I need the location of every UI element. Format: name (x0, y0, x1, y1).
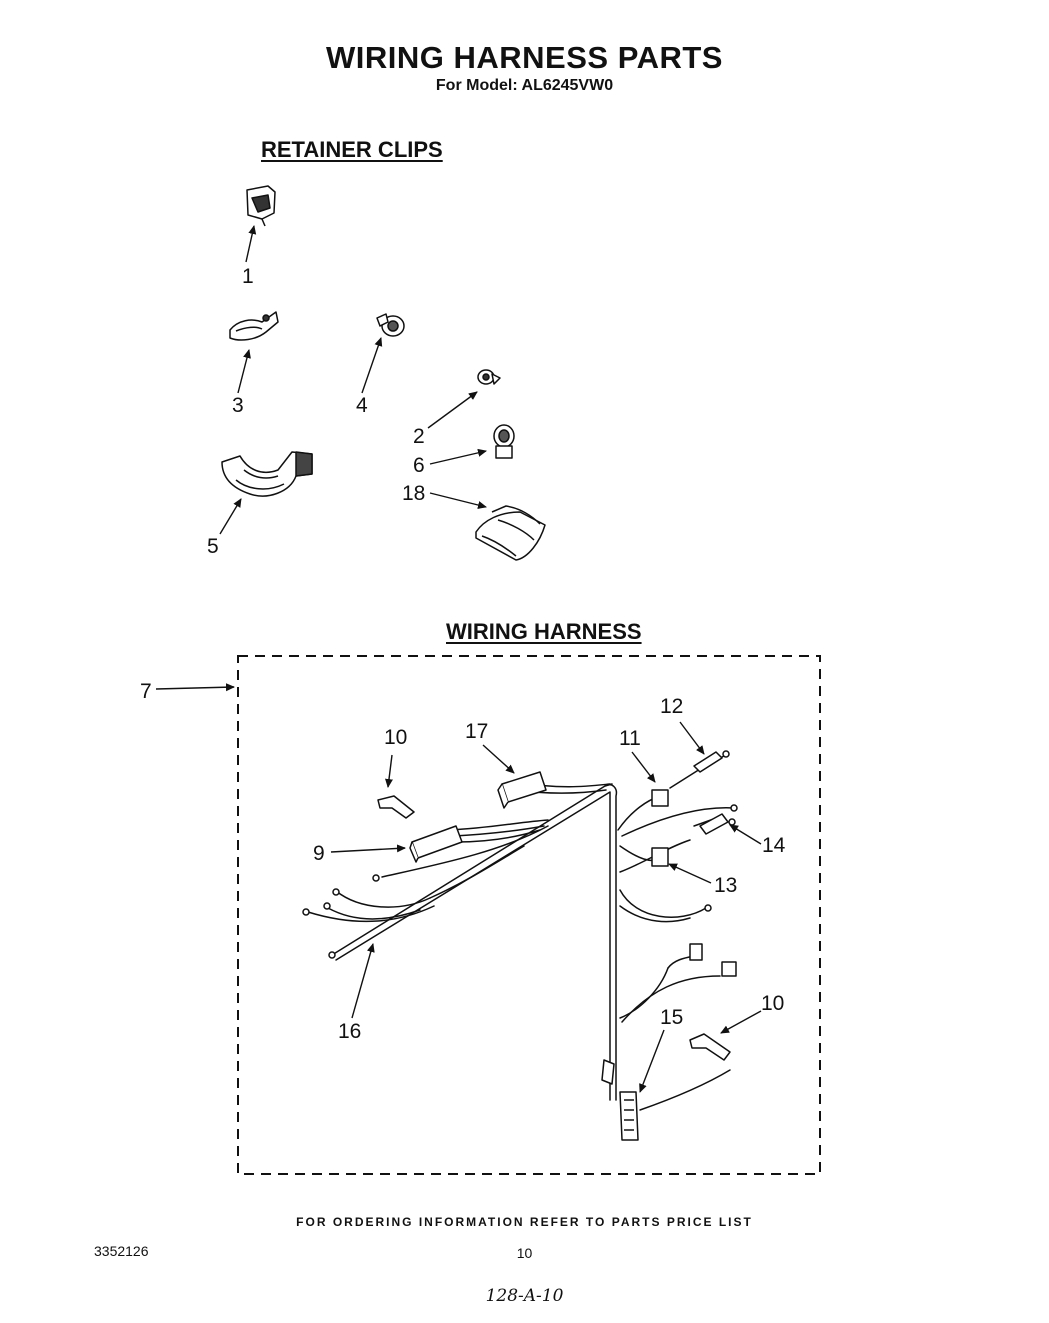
terminal-10-upper-icon (377, 795, 415, 819)
connector-15-icon (619, 1091, 639, 1141)
leader-13 (668, 863, 712, 884)
callout-15: 15 (660, 1006, 684, 1029)
terminal-12-icon (693, 750, 730, 773)
wiring-harness-heading: WIRING HARNESS (446, 619, 642, 644)
leader-3 (237, 349, 251, 394)
leader-2 (427, 391, 478, 429)
clip-4-icon (376, 313, 405, 337)
handwritten-reference: 128-A-10 (485, 1286, 564, 1306)
clip-3-icon (229, 311, 279, 341)
callout-11: 11 (619, 727, 641, 750)
leader-10-upper (385, 754, 393, 788)
connector-14-icon (699, 813, 736, 835)
callout-2: 2 (413, 425, 425, 448)
leader-1 (245, 225, 257, 263)
callout-16: 16 (338, 1020, 362, 1043)
clip-2-icon (477, 369, 501, 385)
leader-10-lower (720, 1010, 762, 1034)
clip-5-icon (221, 451, 313, 497)
terminal-10-lower-icon (689, 1033, 731, 1061)
leader-17 (482, 744, 515, 774)
connector-17-icon (497, 771, 547, 809)
page-title: WIRING HARNESS PARTS (326, 40, 723, 75)
callout-9: 9 (313, 842, 325, 865)
harness-end-tab-icon (601, 1059, 615, 1085)
callout-10-upper: 10 (384, 726, 408, 749)
callout-6: 6 (413, 454, 425, 477)
harness-outline-box (237, 655, 821, 1175)
callout-3: 3 (232, 394, 244, 417)
leader-7 (155, 683, 235, 692)
retainer-clips-heading: RETAINER CLIPS (261, 137, 443, 162)
callout-10-lower: 10 (761, 992, 785, 1015)
clip-18-icon (475, 505, 546, 561)
callout-14: 14 (762, 834, 786, 857)
callout-13: 13 (714, 874, 738, 897)
leader-14 (729, 824, 762, 845)
clip-6-icon (493, 424, 515, 459)
leader-15 (639, 1029, 665, 1093)
leader-6 (429, 448, 487, 465)
callout-12: 12 (660, 695, 684, 718)
leader-9 (330, 844, 406, 853)
callout-4: 4 (356, 394, 368, 417)
connector-11-icon (651, 789, 669, 807)
callout-17: 17 (465, 720, 489, 743)
leader-18 (429, 492, 487, 509)
document-number: 3352126 (94, 1243, 149, 1259)
wiring-harness-drawing (307, 755, 735, 1111)
leader-16 (351, 943, 375, 1019)
leader-4 (361, 337, 383, 394)
leader-12 (679, 721, 705, 755)
callout-5: 5 (207, 535, 219, 558)
connector-9-icon (409, 825, 463, 863)
leader-11 (631, 751, 656, 783)
callout-7: 7 (140, 680, 152, 703)
page-number: 10 (516, 1245, 533, 1261)
model-subtitle: For Model: AL6245VW0 (435, 77, 614, 94)
ordering-note: FOR ORDERING INFORMATION REFER TO PARTS … (296, 1215, 753, 1229)
callout-18: 18 (402, 482, 426, 505)
leader-5 (219, 498, 242, 535)
clip-1-icon (246, 185, 276, 227)
wire-terminal-ends (302, 804, 738, 959)
connector-13-icon (651, 847, 669, 867)
plug-right-icon (689, 943, 737, 977)
callout-1: 1 (242, 265, 254, 288)
